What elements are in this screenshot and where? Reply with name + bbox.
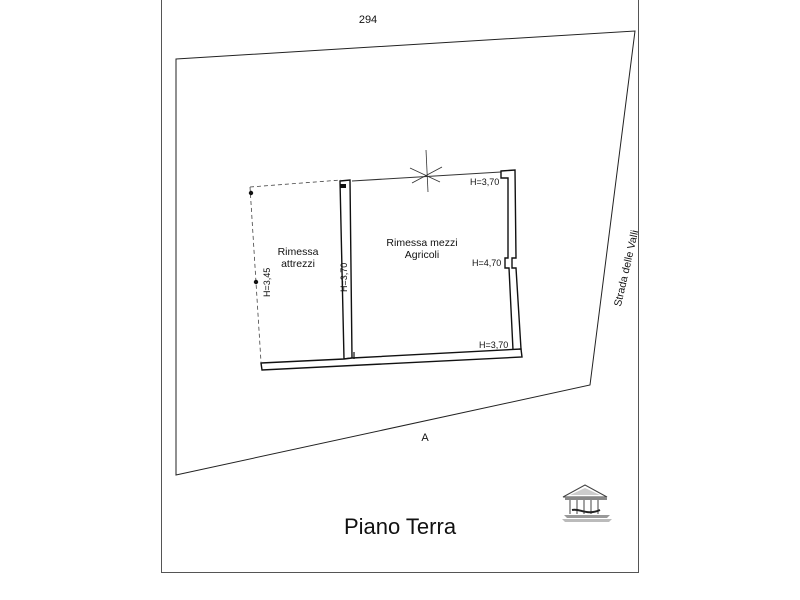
survey-point-top bbox=[248, 190, 254, 196]
survey-point-mid bbox=[253, 279, 259, 285]
parcel-label-bottom: A bbox=[421, 432, 429, 444]
parcel-boundary bbox=[175, 30, 636, 476]
height-mezzi-top: H=3,70 bbox=[470, 177, 500, 187]
axis-marker-diag1 bbox=[409, 167, 441, 183]
walls bbox=[260, 169, 523, 371]
right-wall bbox=[500, 169, 522, 351]
axis-marker-diag2 bbox=[411, 166, 443, 184]
classical-temple-logo bbox=[562, 484, 612, 522]
attrezzi-dashed-edge bbox=[249, 179, 342, 188]
axis-marker-vertical bbox=[425, 149, 429, 193]
bottom-wall bbox=[260, 348, 523, 371]
parcel-number-top: 294 bbox=[358, 14, 378, 26]
room-attrezzi-label: Rimessa attrezzi bbox=[278, 246, 319, 270]
mezzi-top-edge bbox=[351, 171, 502, 182]
height-mezzi-bottom: H=3,70 bbox=[479, 340, 509, 350]
height-partition: H=3,70 bbox=[339, 262, 349, 292]
attrezzi-dashed-left bbox=[249, 186, 262, 363]
sheet-title: Piano Terra bbox=[343, 514, 457, 539]
room-mezzi-name-line2: Agricoli bbox=[404, 249, 440, 261]
room-attrezzi-name-line1: Rimessa bbox=[277, 246, 319, 258]
height-mezzi-mid: H=4,70 bbox=[472, 258, 502, 268]
room-attrezzi-name-line2: attrezzi bbox=[281, 258, 315, 270]
height-attrezzi: H=3,45 bbox=[262, 267, 272, 297]
room-mezzi-name-line1: Rimessa mezzi bbox=[386, 237, 458, 249]
room-mezzi-label: Rimessa mezzi Agricoli bbox=[386, 237, 457, 261]
drawing-sheet bbox=[161, 0, 639, 573]
